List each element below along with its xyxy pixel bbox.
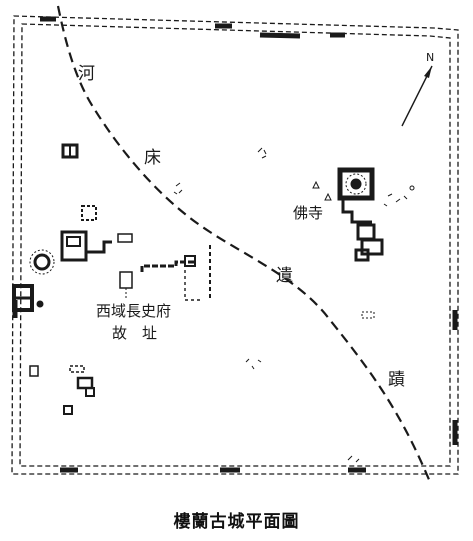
label-ji: 蹟: [388, 370, 405, 390]
label-yi: 遺: [276, 266, 293, 286]
north-label: N: [426, 51, 435, 64]
label-chuang: 床: [144, 148, 161, 168]
label-he: 河: [78, 64, 95, 84]
map-caption: 樓蘭古城平面圖: [173, 512, 300, 532]
city-wall: [11, 15, 459, 475]
city-wall-outer: [11, 15, 459, 475]
label-office-line2: 故 址: [112, 324, 158, 342]
north-arrow-icon: [401, 65, 433, 127]
office-ruins-icon: [119, 245, 211, 301]
city-wall-inner: [19, 23, 451, 467]
temple-markers: [312, 180, 415, 201]
scatter-marks: [173, 147, 408, 463]
label-temple: 佛寺: [293, 204, 324, 222]
west-ruins-icon: [12, 143, 133, 312]
wall-thick-segments: [12, 16, 458, 473]
southwest-ruins-icon: [29, 365, 95, 415]
temple-ruins-icon: [337, 167, 384, 262]
river-bed-line: [56, 5, 432, 483]
label-office-line1: 西域長史府: [96, 302, 172, 320]
